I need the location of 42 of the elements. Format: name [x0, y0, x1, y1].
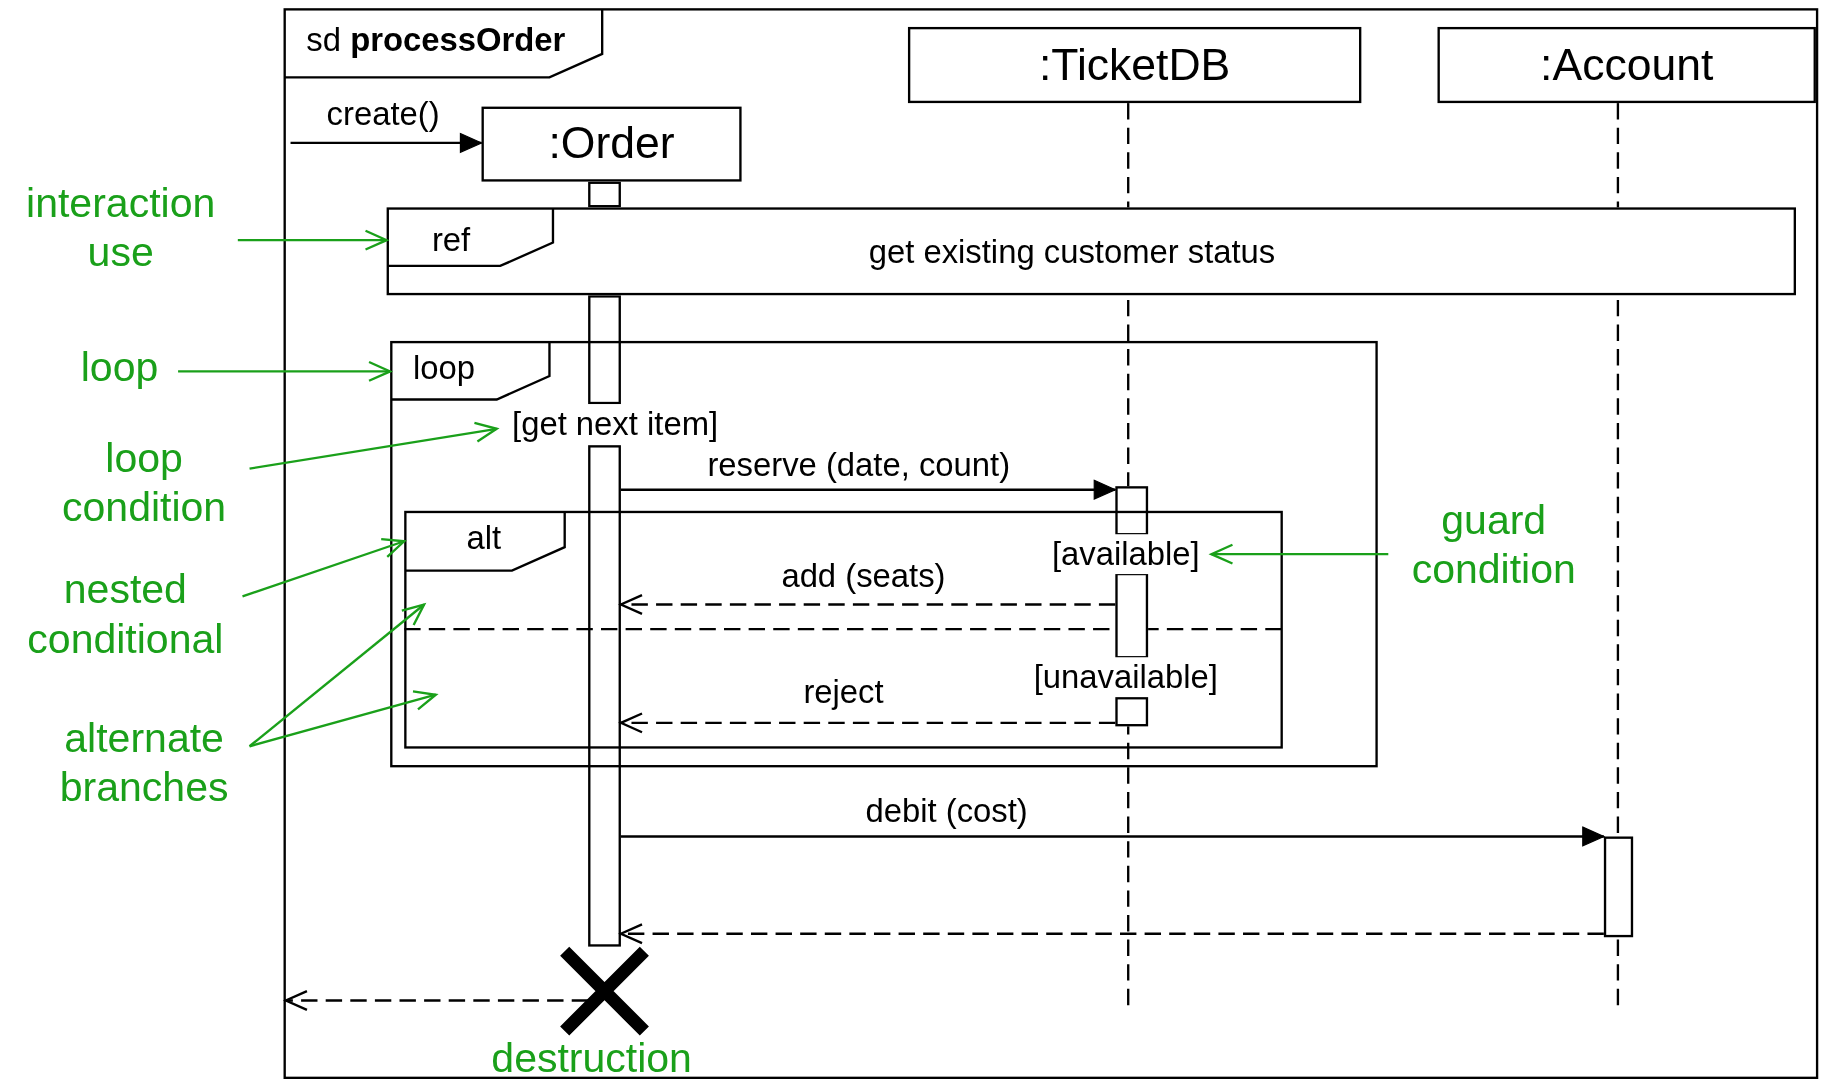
message-arrow	[620, 826, 1605, 847]
activation-bar	[588, 295, 621, 405]
leader-line	[249, 690, 437, 748]
lifeline-head: :Order	[481, 106, 742, 182]
annotation-note: loop	[60, 342, 179, 392]
reply-arrow	[619, 594, 1116, 616]
lifeline-head: :TicketDB	[907, 26, 1362, 104]
annotation-note: interaction use	[3, 178, 238, 277]
leader-line	[249, 421, 498, 470]
sequence-frame	[283, 8, 1819, 1079]
leader-line	[237, 229, 388, 251]
activation-bar	[1603, 836, 1634, 938]
activation-bar	[1115, 697, 1149, 727]
message-label: add (seats)	[781, 557, 946, 596]
message-label: reserve (date, count)	[707, 446, 1011, 484]
fragment-keyword: loop	[413, 350, 476, 388]
frame-title: sd processOrder	[306, 22, 566, 60]
activation-bar	[588, 181, 621, 208]
activation-bar	[1115, 486, 1149, 536]
annotation-note: alternate branches	[38, 713, 250, 812]
annotation-note: nested conditional	[8, 564, 243, 664]
fragment-text: get existing customer status	[868, 234, 1276, 272]
message-label: create()	[326, 95, 440, 134]
leader-line	[1210, 543, 1389, 565]
annotation-note: loop condition	[38, 433, 250, 532]
reply-arrow	[619, 923, 1604, 945]
message-label: debit (cost)	[865, 793, 1028, 831]
leader-line	[178, 360, 392, 382]
activation-bar	[588, 445, 621, 947]
annotation-note: destruction	[491, 1034, 692, 1081]
combined-fragment	[386, 207, 1796, 296]
reply-arrow	[619, 712, 1116, 734]
leader-line	[242, 538, 406, 598]
lifeline-head: :Account	[1437, 26, 1816, 104]
message-arrow	[620, 479, 1116, 500]
leader-line	[248, 603, 426, 748]
fragment-keyword: alt	[466, 520, 502, 558]
annotation-note: guard condition	[1388, 495, 1600, 594]
message-label: reject	[803, 673, 884, 712]
fragment-keyword: ref	[431, 221, 471, 259]
activation-bar	[1115, 572, 1149, 659]
message-arrow	[290, 132, 483, 153]
